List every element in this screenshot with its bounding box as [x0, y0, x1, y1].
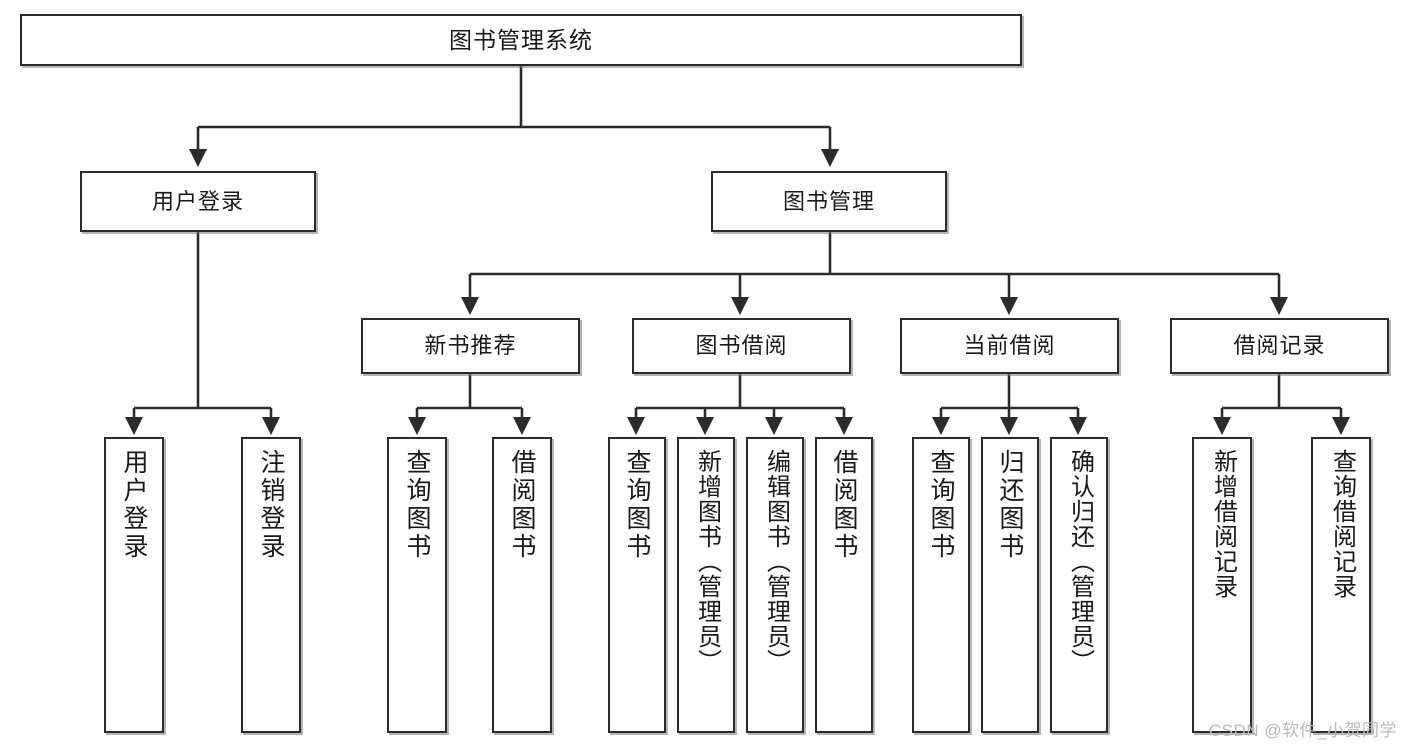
node-label: 当前借阅: [963, 333, 1056, 359]
node-leaf-query-borrow-record[interactable]: 查询借阅记录: [1311, 437, 1371, 733]
node-label: 注销登录: [257, 449, 285, 561]
node-label: 查询图书: [927, 449, 955, 561]
node-label: 查询图书: [403, 449, 431, 561]
node-label: 确认归还（管理员）: [1066, 449, 1094, 674]
node-leaf-return-book[interactable]: 归还图书: [981, 437, 1039, 733]
node-label: 借阅图书: [830, 449, 858, 561]
node-label: 归还图书: [996, 449, 1024, 561]
node-leaf-confirm-return[interactable]: 确认归还（管理员）: [1050, 437, 1108, 733]
node-leaf-borrow-book[interactable]: 借阅图书: [815, 437, 873, 733]
node-leaf-user-logout[interactable]: 注销登录: [241, 437, 301, 733]
node-label: 图书管理系统: [449, 26, 593, 53]
node-leaf-query-book-current[interactable]: 查询图书: [912, 437, 970, 733]
node-leaf-edit-book[interactable]: 编辑图书（管理员）: [746, 437, 804, 733]
node-leaf-user-login[interactable]: 用户登录: [104, 437, 164, 733]
watermark-text: CSDN @软件_小贺同学: [1208, 721, 1397, 740]
node-user-login[interactable]: 用户登录: [80, 171, 316, 232]
node-label: 新增图书（管理员）: [693, 449, 721, 674]
node-label: 图书管理: [782, 188, 875, 214]
node-book-manage[interactable]: 图书管理: [711, 171, 947, 232]
node-leaf-borrow-book-recommend[interactable]: 借阅图书: [492, 437, 552, 733]
node-label: 用户登录: [120, 449, 148, 561]
node-borrow-record[interactable]: 借阅记录: [1170, 318, 1389, 374]
node-label: 查询图书: [623, 449, 651, 561]
node-label: 借阅图书: [508, 449, 536, 561]
node-label: 图书借阅: [695, 333, 788, 359]
node-book-management-system[interactable]: 图书管理系统: [20, 14, 1022, 66]
node-label: 借阅记录: [1233, 333, 1326, 359]
node-label: 查询借阅记录: [1328, 449, 1356, 599]
node-label: 编辑图书（管理员）: [762, 449, 790, 674]
node-current-borrow[interactable]: 当前借阅: [900, 318, 1119, 374]
node-leaf-add-book[interactable]: 新增图书（管理员）: [677, 437, 735, 733]
node-leaf-query-book-borrow[interactable]: 查询图书: [608, 437, 666, 733]
node-book-borrow[interactable]: 图书借阅: [632, 318, 851, 374]
node-leaf-add-borrow-record[interactable]: 新增借阅记录: [1192, 437, 1252, 733]
node-label: 新增借阅记录: [1209, 449, 1237, 599]
node-label: 新书推荐: [424, 333, 517, 359]
node-leaf-query-book-recommend[interactable]: 查询图书: [387, 437, 447, 733]
node-new-book-recommend[interactable]: 新书推荐: [361, 318, 580, 374]
node-label: 用户登录: [151, 188, 244, 214]
